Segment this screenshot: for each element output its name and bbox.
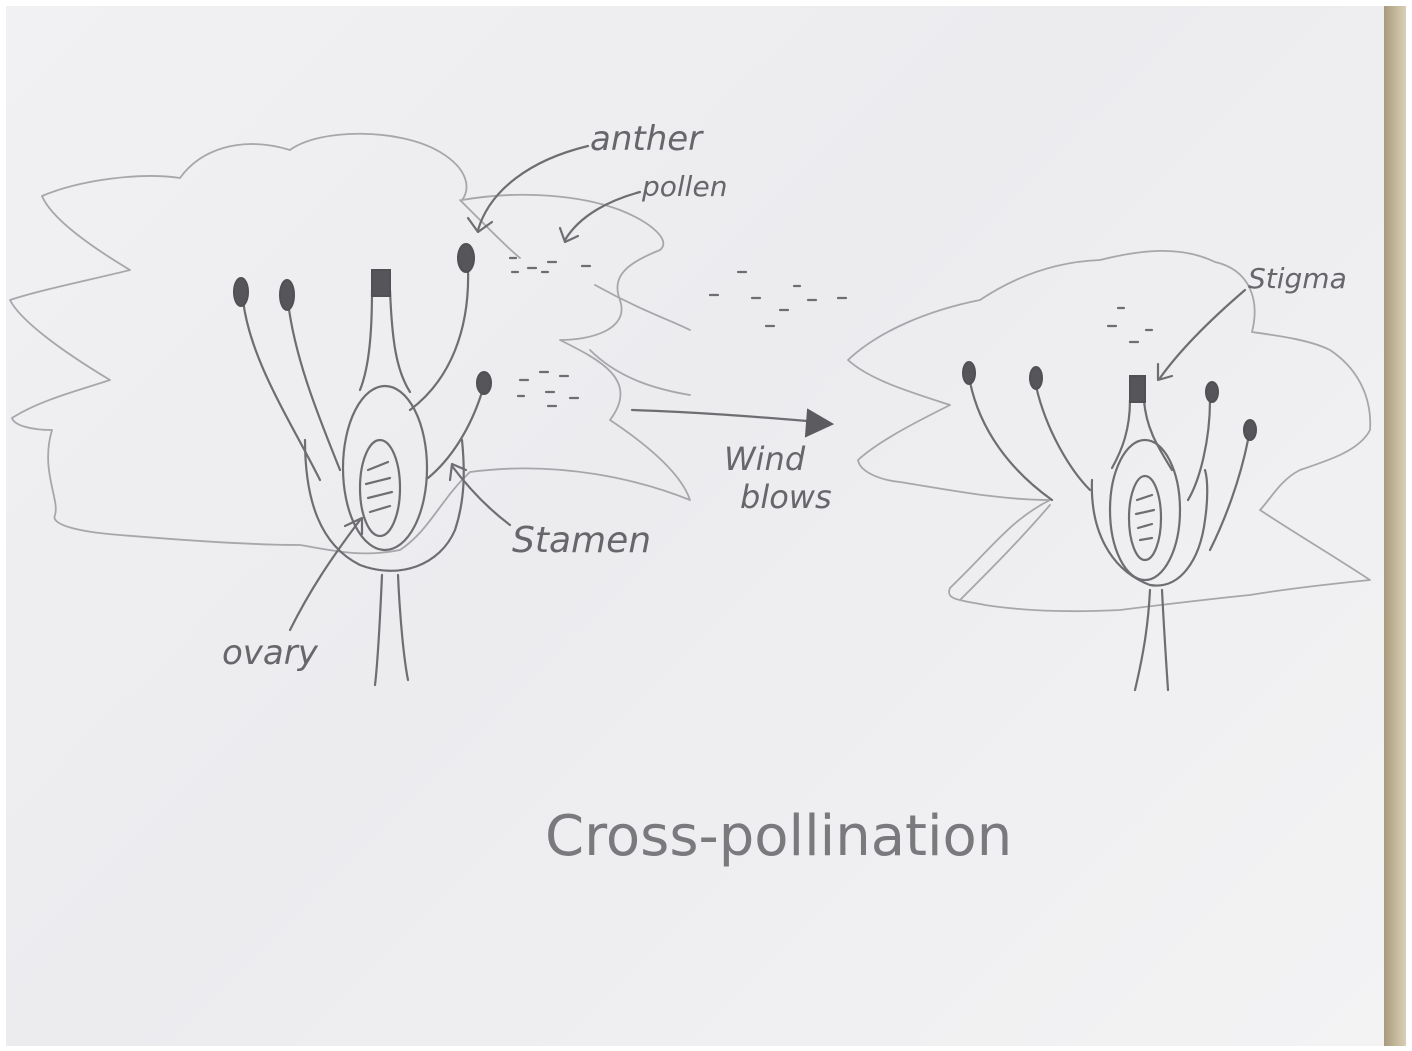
diagram-title: Cross-pollination xyxy=(545,804,1012,869)
left-stem xyxy=(375,575,382,685)
label-ovary: ovary xyxy=(222,633,319,673)
label-anther: anther xyxy=(590,119,704,159)
left-stigma-top xyxy=(372,270,390,296)
right-petals xyxy=(848,251,1370,611)
wind-arrow-icon xyxy=(632,410,832,436)
pollen-grains xyxy=(510,258,1152,406)
label-stigma: Stigma xyxy=(1248,262,1347,295)
label-stamen: Stamen xyxy=(512,520,651,561)
label-blows: blows xyxy=(740,478,832,516)
label-pollen: pollen xyxy=(641,170,727,203)
label-wind: Wind xyxy=(724,440,806,478)
right-stigma xyxy=(1130,376,1145,402)
left-petals xyxy=(10,134,690,554)
left-receptacle xyxy=(305,440,464,571)
flower-right-icon xyxy=(848,251,1370,690)
